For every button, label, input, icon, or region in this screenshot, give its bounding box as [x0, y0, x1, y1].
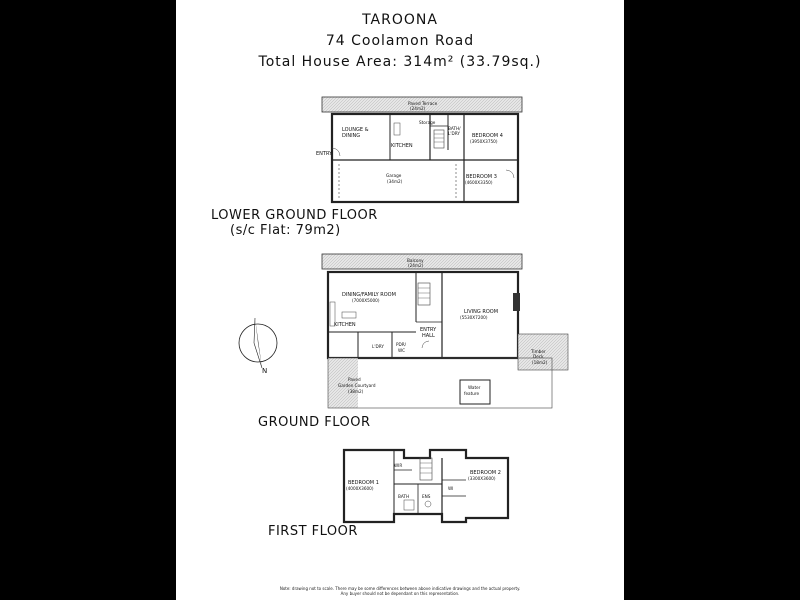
- ff-bath-fixture: [403, 499, 415, 511]
- gf-living-size: (5530X7200): [460, 315, 488, 320]
- total-area-title: Total House Area: 314m² (33.79sq.): [258, 54, 542, 70]
- gf-deck-area: (18m2): [532, 360, 548, 365]
- lg-kitchen-bench: [393, 122, 401, 136]
- gf-balcony-shape: [321, 253, 523, 270]
- gf-balcony-label: Balcony: [407, 258, 424, 263]
- ff-bed2-label: BEDROOM 2: [470, 470, 501, 476]
- lg-lounge-label-1: LOUNGE &: [342, 127, 369, 133]
- gf-fireplace: [513, 293, 520, 311]
- lower-ground-floor-sublabel: (s/c Flat: 79m2): [230, 223, 341, 238]
- gf-kitchen-label: KITCHEN: [334, 322, 356, 328]
- gf-entry-label-2: HALL: [422, 333, 435, 339]
- gf-courtyard-shape: [327, 357, 553, 409]
- gf-pdr-label: PDR/: [396, 342, 407, 347]
- ground-plan: Balcony (24m2) Timber Deck (18m2) Paved: [321, 253, 569, 409]
- lg-terrace-label: Paved Terrace: [408, 101, 438, 106]
- gf-dining-label: DINING/FAMILY ROOM: [342, 292, 396, 298]
- gf-water-label-2: feature: [464, 391, 480, 396]
- ff-bed1-size: (4000X3600): [346, 486, 374, 491]
- gf-water-feature: [459, 379, 491, 405]
- lg-bed3-size: (4600X3350): [465, 180, 493, 185]
- ff-wi-label: WI: [448, 486, 453, 491]
- gf-ldry-label: L'DRY: [372, 344, 384, 349]
- ff-stair: [419, 457, 433, 481]
- floor-plan-sheet: TAROONA 74 Coolamon Road Total House Are…: [176, 0, 624, 600]
- ff-bath-label: BATH: [398, 494, 409, 499]
- disclaimer-line-2: Any buyer should not be dependant on thi…: [340, 591, 460, 596]
- lg-stair: [433, 129, 445, 149]
- lg-bed3-label: BEDROOM 3: [466, 174, 497, 180]
- ground-floor-label: GROUND FLOOR: [258, 415, 371, 430]
- floor-plans-drawing: Paved Terrace (24m2) LOUNGE & DINING Sto…: [238, 96, 569, 524]
- gf-deck-label-2: Deck: [533, 354, 544, 359]
- compass-north-label: N: [262, 367, 267, 375]
- ff-bed2-size: (3300X3600): [468, 476, 496, 481]
- first-floor-label: FIRST FLOOR: [268, 524, 358, 539]
- gf-kitchen-island: [341, 311, 357, 319]
- lg-terrace-shape: [321, 96, 523, 113]
- first-floor-plan: BEDROOM 1 (4000X3600) BEDROOM 2 (3300X36…: [342, 448, 510, 524]
- lg-garage-area: (34m2): [387, 179, 403, 184]
- gf-timber-deck: [517, 333, 569, 371]
- gf-wc-label: WC: [398, 348, 405, 353]
- lg-terrace-area: (24m2): [410, 106, 426, 111]
- gf-courtyard-shade: [328, 358, 358, 408]
- lg-entry-label: ENTRY: [316, 151, 333, 157]
- compass-needle-icon: [255, 318, 262, 368]
- ff-wir-label: WIR: [394, 463, 402, 468]
- gf-courtyard-area: (38m2): [348, 389, 364, 394]
- lg-bath-label-2: L'DRY: [448, 131, 460, 136]
- lg-garage-label: Garage: [386, 173, 402, 178]
- gf-water-label-1: Water: [468, 385, 481, 390]
- disclaimer-line-1: Note: drawing not to scale. There may be…: [279, 586, 521, 591]
- lg-bath-label-1: BATH/: [448, 126, 461, 131]
- gf-living-label: LIVING ROOM: [464, 309, 498, 315]
- suburb-title: TAROONA: [362, 12, 438, 28]
- lg-kitchen-label: KITCHEN: [391, 143, 413, 149]
- lower-ground-floor-label: LOWER GROUND FLOOR: [211, 208, 378, 223]
- gf-balcony-area: (24m2): [408, 263, 424, 268]
- lower-ground-plan: Paved Terrace (24m2) LOUNGE & DINING Sto…: [316, 96, 523, 204]
- lg-bed4-label: BEDROOM 4: [472, 133, 503, 139]
- compass: N: [238, 317, 278, 375]
- lg-bed4-size: (3950X3750): [470, 139, 498, 144]
- gf-outer-wall: [326, 270, 520, 360]
- gf-courtyard-label-1: Paved: [348, 377, 361, 382]
- lg-outer-wall: [330, 112, 520, 204]
- ff-ens-label: ENS: [422, 494, 431, 499]
- ff-bed1-label: BEDROOM 1: [348, 480, 379, 486]
- gf-deck-label-1: Timber: [530, 349, 546, 354]
- address-title: 74 Coolamon Road: [325, 33, 475, 49]
- lg-storage-label: Storage: [419, 120, 436, 125]
- lg-lounge-label-2: DINING: [342, 133, 360, 139]
- gf-dining-size: (7000X5000): [352, 298, 380, 303]
- ff-ens-fixture: [424, 500, 432, 508]
- gf-courtyard-label-2: Garden Courtyard: [338, 383, 376, 388]
- gf-entry-label-1: ENTRY: [420, 327, 437, 333]
- compass-ring: [238, 323, 278, 363]
- gf-stair: [417, 282, 431, 306]
- gf-kitchen-bench: [329, 301, 336, 327]
